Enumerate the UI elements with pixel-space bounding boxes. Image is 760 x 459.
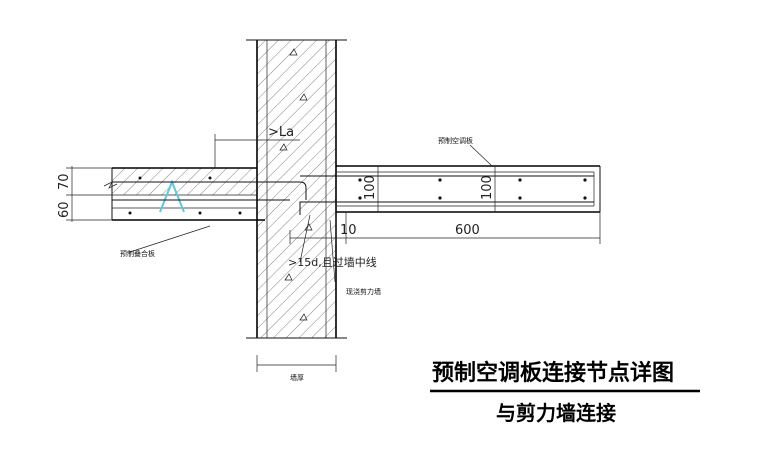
label-lap-length: >La: [268, 125, 294, 140]
dimension-lines: [66, 134, 601, 372]
label-wall-thickness: 墙厚: [290, 373, 304, 382]
dim-panel-thickness-a: 100: [363, 175, 378, 200]
label-composite-slab: 预制叠合板: [120, 249, 155, 258]
shear-wall: [246, 39, 347, 339]
dim-left-bottom: 60: [57, 201, 72, 218]
ac-panel: [299, 165, 601, 215]
dim-panel-thickness-b: 100: [480, 175, 495, 200]
drawing-subtitle: 与剪力墙连接: [496, 401, 616, 425]
label-ac-panel: 预制空调板: [438, 136, 473, 145]
label-cast-wall: 现浇剪力墙: [346, 287, 381, 296]
dim-panel-length: 600: [455, 223, 480, 238]
dim-gap: 10: [340, 223, 357, 238]
dim-left-top: 70: [57, 173, 72, 190]
composite-slab: [103, 167, 307, 221]
label-anchor-length: >15d,且过墙中线: [288, 255, 377, 269]
drawing-title: 预制空调板连接节点详图: [432, 360, 674, 386]
